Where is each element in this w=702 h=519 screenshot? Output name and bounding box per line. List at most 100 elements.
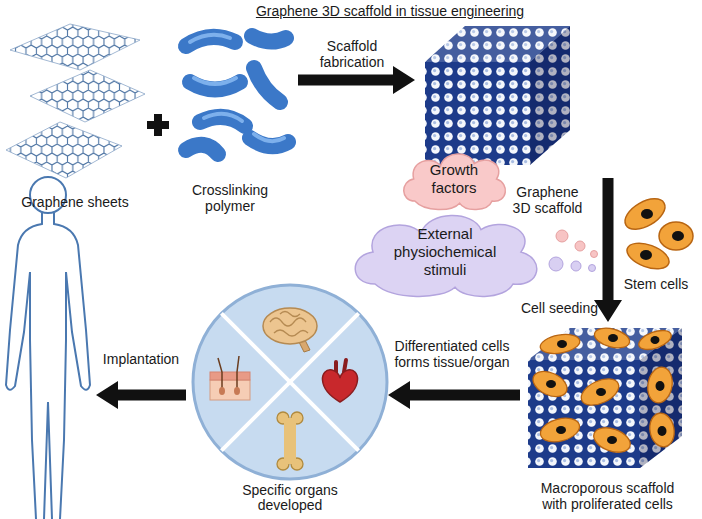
- skin-layer: [210, 372, 250, 380]
- polymer-chain: [252, 36, 286, 42]
- node-caption: Graphene 3D scaffold: [508, 184, 588, 216]
- cell: [529, 366, 571, 401]
- cloud-outline: [355, 216, 537, 297]
- cell: [645, 365, 675, 405]
- edge-label: Scaffold fabrication: [302, 38, 402, 70]
- illustration-node: Graphene sheets: [2, 22, 148, 186]
- plus-sign: [147, 114, 169, 136]
- cloud-text: Growth factors: [419, 161, 489, 197]
- node-caption: Macroporous scaffold with proliferated c…: [529, 480, 687, 512]
- bubble: [571, 261, 581, 271]
- cell-nucleus: [557, 340, 567, 348]
- node-caption: Crosslinking polymer: [180, 182, 280, 214]
- bubble: [575, 241, 585, 251]
- graphene-sheet: [6, 122, 122, 178]
- node-caption: Graphene sheets: [0, 194, 150, 210]
- implantation-arrow: [96, 381, 186, 409]
- cell-nucleus: [596, 388, 606, 396]
- cloud-text: External physiochemical stimuli: [383, 225, 508, 279]
- organs-disc: [193, 285, 387, 479]
- node-caption: Stem cells: [616, 276, 696, 292]
- bone-shaft: [284, 418, 296, 464]
- cell-nucleus: [640, 250, 652, 260]
- cell: [592, 325, 631, 352]
- node-caption: Specific organs developed: [228, 483, 353, 513]
- cell-nucleus: [658, 426, 667, 436]
- illustration-node: Crosslinking polymer: [172, 26, 298, 166]
- cell-nucleus: [546, 380, 556, 388]
- stimuli-bubbles: [549, 230, 598, 272]
- skin-icon: [210, 356, 250, 400]
- illustration-node: Stem cells: [616, 194, 696, 272]
- heart-vessels: [336, 360, 346, 372]
- bubble: [591, 251, 598, 258]
- organs-circle: [193, 285, 387, 479]
- illustration-node: Macroporous scaffold with proliferated c…: [520, 322, 695, 474]
- heart-icon: [322, 360, 357, 402]
- cloud-node: External physiochemical stimuli: [345, 204, 545, 300]
- bubble: [556, 230, 568, 242]
- graphene-scaffold-cube: [425, 26, 570, 165]
- hair: [218, 356, 239, 390]
- polymer-highlight: [204, 114, 242, 121]
- block-arrow: [388, 381, 520, 409]
- cell-nucleus: [651, 336, 660, 344]
- cube-side-shade: [530, 26, 570, 165]
- cloud-node: Growth factors: [398, 146, 510, 212]
- proliferated-cells: [529, 325, 677, 457]
- human-outline: [54, 213, 90, 519]
- skin-layer: [210, 380, 250, 400]
- human-figure: [6, 177, 90, 519]
- cell-nucleus: [607, 436, 617, 444]
- block-arrow: [594, 178, 622, 322]
- polymer-highlight: [190, 35, 230, 42]
- brain-shape: [263, 308, 317, 344]
- hair-follicle: [219, 387, 225, 395]
- crosslinking-polymer-illustration: [186, 35, 288, 154]
- graphene-sheets-illustration: [6, 24, 145, 178]
- polymer-chain: [186, 145, 218, 154]
- cell-nucleus: [641, 209, 653, 219]
- polymer-highlight: [254, 134, 284, 141]
- edge-label: Cell seeding: [508, 300, 598, 316]
- stem-cell: [659, 222, 693, 250]
- polymer-chain: [254, 68, 280, 102]
- brain-folds: [270, 312, 308, 337]
- cube-front-face: [425, 62, 530, 165]
- cell: [590, 423, 633, 457]
- plus-bar: [154, 114, 162, 136]
- stem-cells-illustration: [620, 193, 693, 274]
- cloud-outline: [404, 154, 506, 210]
- human-outline: [6, 213, 42, 519]
- cell-nucleus: [608, 334, 618, 342]
- cube-front-face: [528, 360, 640, 468]
- heart-shape: [322, 370, 357, 402]
- diagram-title: Graphene 3D scaffold in tissue engineeri…: [180, 3, 600, 20]
- illustration-node: Graphene 3D scaffold: [415, 18, 620, 178]
- polymer-highlight: [194, 78, 236, 84]
- cell-nucleus: [656, 381, 665, 391]
- cell-nuclei: [546, 334, 667, 444]
- bubble: [549, 257, 563, 271]
- edge-label: Differentiated cells forms tissue/organ: [382, 338, 522, 370]
- bone-icon: [277, 412, 303, 470]
- annotation-label: Implantation: [96, 351, 186, 367]
- stem-cell: [624, 238, 673, 274]
- cell: [538, 414, 582, 446]
- graphene-sheet: [10, 24, 140, 70]
- bubble: [589, 265, 596, 272]
- hair-follicle: [234, 387, 240, 395]
- cell: [636, 327, 673, 354]
- block-arrow: [298, 66, 415, 94]
- cell: [539, 332, 582, 357]
- cell-nucleus: [672, 231, 684, 241]
- cell: [577, 374, 623, 411]
- graphene-sheet: [30, 70, 145, 122]
- cell-nucleus: [556, 426, 566, 434]
- macroporous-scaffold-cube: [528, 325, 682, 468]
- human-outline: [44, 402, 52, 519]
- cube-side-face: [530, 26, 570, 165]
